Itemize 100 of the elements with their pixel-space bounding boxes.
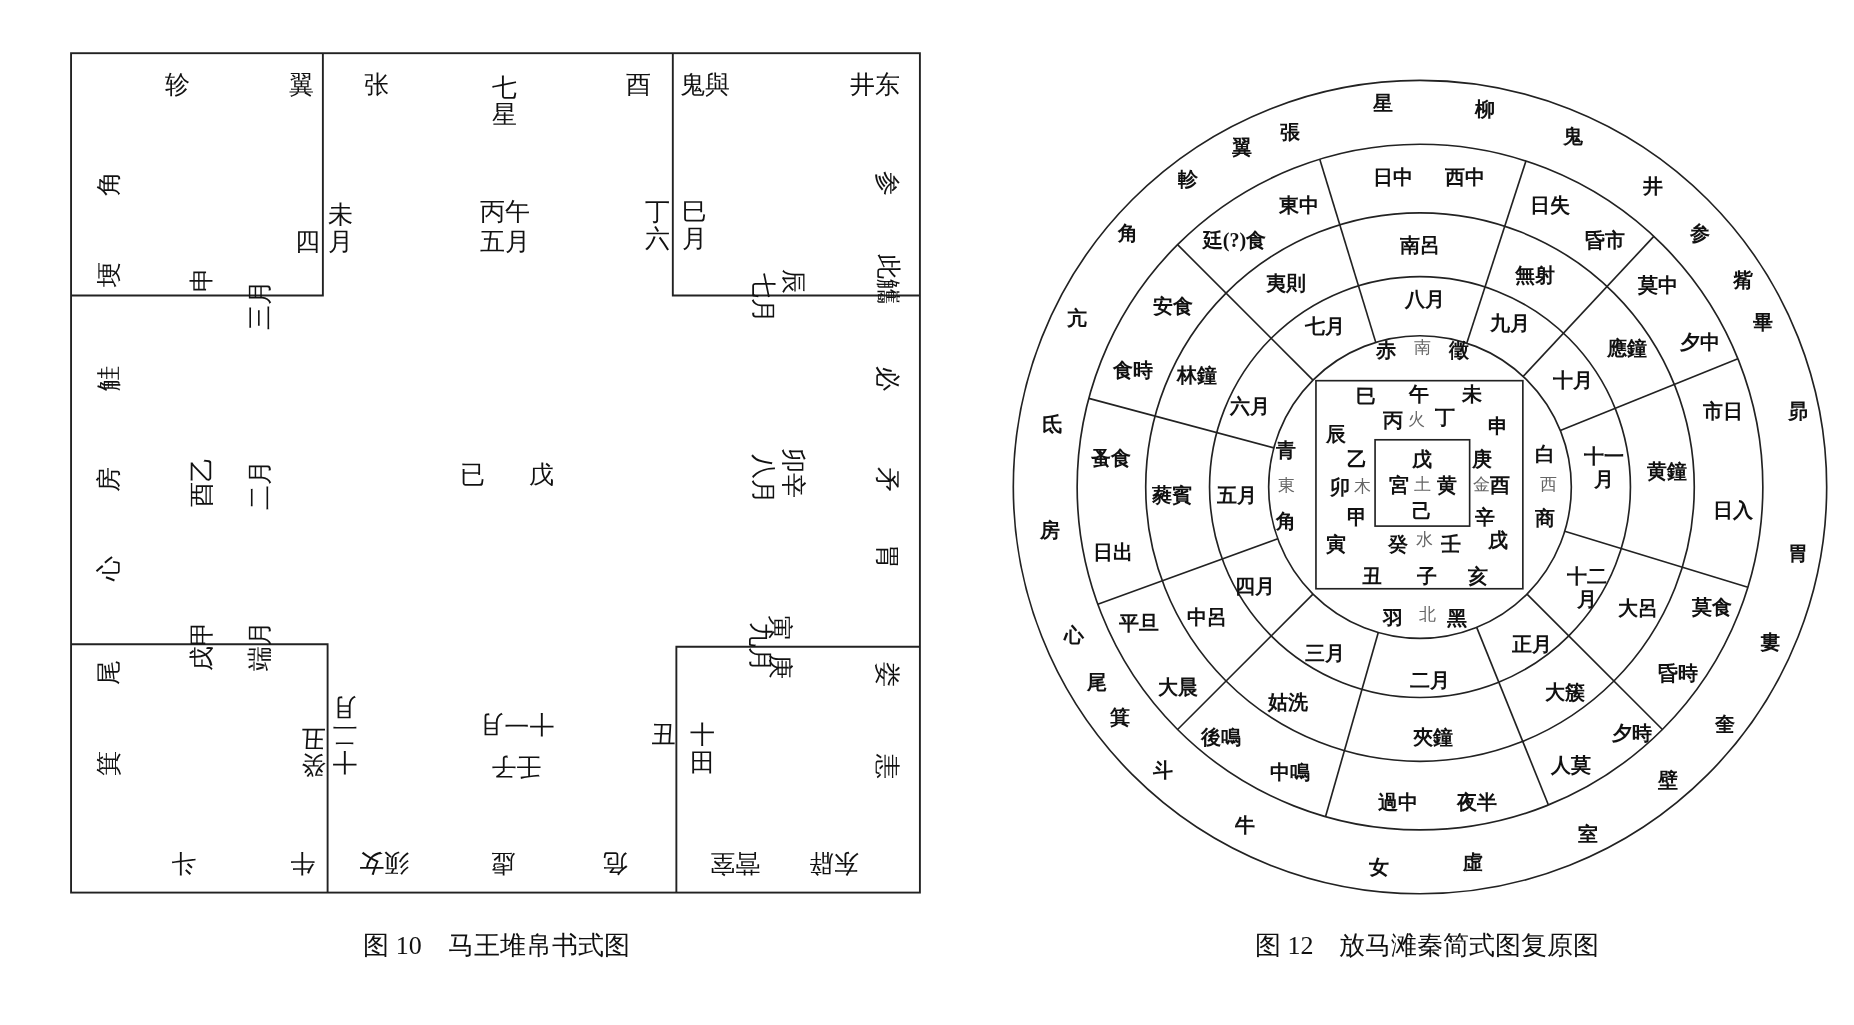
board-text: 角 — [96, 170, 122, 196]
lodge-text: 箕 — [1109, 706, 1130, 727]
ring-text: 蚤食 — [1091, 447, 1132, 468]
board-text: 埂 — [96, 261, 122, 287]
board-text: 已 — [460, 462, 486, 488]
ring-text: 白 — [1535, 444, 1556, 465]
lodge-text: 亢 — [1067, 308, 1088, 329]
board-text: 虚 — [490, 850, 515, 876]
board-text: 东辟 — [808, 850, 859, 876]
ring-text: 辛 — [1475, 506, 1496, 527]
ring-text: 戌 — [1488, 530, 1509, 551]
ring-text: 西中 — [1445, 167, 1485, 188]
ring-text: 乙 — [1347, 448, 1368, 469]
ring-text: 大簇 — [1545, 681, 1586, 702]
ring-text: 甲 — [1347, 506, 1368, 527]
ring-text: 市日 — [1702, 401, 1743, 422]
board-text: 张 — [363, 72, 389, 98]
lodge-text: 婁 — [1760, 632, 1781, 653]
element-text: 水 — [1416, 532, 1434, 549]
lodge-text: 室 — [1577, 823, 1598, 844]
board-text: 娄 — [874, 661, 900, 687]
ring-text: 五月 — [1216, 485, 1257, 506]
ring-text: 徵 — [1449, 339, 1470, 361]
ring-text: 正月 — [1512, 634, 1553, 655]
ring-text: 黄 — [1437, 474, 1458, 495]
ring-text: 日入 — [1713, 499, 1754, 520]
ring-text: 宮 — [1388, 474, 1409, 495]
board-text: 斗 — [170, 850, 196, 876]
board-text: 巳月 — [681, 197, 708, 252]
ring-text: 七月 — [1305, 316, 1346, 337]
board-text: 申 — [189, 266, 215, 292]
ring-text: 寅 — [1326, 533, 1347, 554]
lodge-text: 虛 — [1463, 851, 1484, 872]
ring-text: 應鐘 — [1606, 337, 1647, 358]
ring-text: 人莫 — [1551, 754, 1592, 776]
board-text: 翼 — [289, 72, 314, 98]
board-text: 矛 — [874, 466, 900, 492]
board-text: 五月 — [479, 230, 530, 255]
lodge-text: 星 — [1373, 92, 1394, 113]
ring-text: 昏市 — [1584, 229, 1625, 251]
lodge-text: 井 — [1643, 175, 1663, 196]
ring-text: 壬 — [1440, 533, 1461, 554]
ring-text: 大晨 — [1157, 676, 1198, 697]
board-text: 箕 — [96, 750, 122, 776]
lodge-text: 觜 — [1732, 270, 1753, 291]
element-text: 東 — [1277, 477, 1295, 495]
board-text: 七星 — [491, 73, 518, 128]
ring-text: 大呂 — [1617, 597, 1658, 618]
board-text: 辰 — [780, 268, 806, 294]
ring-text: 己 — [1412, 500, 1433, 521]
figure-caption: 图 10 马王堆帛书式图 — [363, 932, 630, 959]
lodge-text: 角 — [1118, 222, 1138, 243]
ring-text: 廷(?)食 — [1202, 229, 1267, 251]
board-text: 尾 — [96, 659, 122, 685]
board-text: 十田 — [689, 721, 716, 776]
element-text: 土 — [1413, 476, 1431, 494]
lodge-text: 張 — [1280, 122, 1300, 143]
board-text: 壬子 — [490, 753, 541, 779]
lodge-text: 軫 — [1178, 168, 1199, 189]
ring-text: 三月 — [1305, 642, 1346, 663]
ring-text: 安食 — [1152, 296, 1193, 317]
ring-text: 昏時 — [1657, 662, 1698, 683]
board-text: 端月 — [247, 620, 273, 671]
element-text: 南 — [1413, 339, 1431, 356]
board-text: 酉乙 — [189, 457, 215, 508]
ring-text: 中鳴 — [1270, 762, 1310, 783]
ring-text: 子 — [1417, 565, 1438, 586]
ring-text: 日失 — [1530, 194, 1571, 215]
element-text: 金 — [1473, 476, 1491, 494]
ring-text: 午 — [1408, 383, 1429, 404]
ring-text: 丑 — [1361, 565, 1382, 586]
ring-text: 巳 — [1355, 386, 1376, 407]
ring-text: 十二月 — [1565, 564, 1608, 611]
ring-text: 林鐘 — [1176, 364, 1217, 385]
ring-text: 申 — [1488, 415, 1509, 436]
board-text: 四 — [294, 230, 320, 255]
board-text: 二月 — [247, 459, 273, 510]
ring-text: 夾鐘 — [1413, 726, 1454, 747]
element-text: 木 — [1353, 478, 1371, 496]
lodge-text: 胃 — [1788, 543, 1809, 564]
ring-text: 羽 — [1382, 608, 1403, 629]
ring-text: 卯 — [1329, 477, 1350, 498]
ring-text: 姑洗 — [1267, 692, 1308, 713]
ring-text: 夜半 — [1456, 791, 1497, 812]
lodge-text: 房 — [1039, 519, 1060, 540]
ring-text: 十月 — [1552, 369, 1593, 390]
ring-text: 辰 — [1326, 423, 1347, 444]
lodge-text: 昴 — [1788, 401, 1809, 422]
ring-text: 莫中 — [1637, 274, 1678, 295]
lodge-text: 参 — [1690, 222, 1711, 243]
board-text: 丑 — [650, 723, 676, 748]
lodge-text: 柳 — [1475, 98, 1496, 119]
ring-text: 赤 — [1375, 339, 1396, 361]
ring-text: 庚 — [1471, 448, 1492, 469]
ring-text: 過中 — [1377, 791, 1418, 812]
ring-text: 黄鐘 — [1647, 460, 1688, 481]
board-text: 此觿 — [875, 254, 901, 305]
board-text: 丁六 — [644, 197, 671, 252]
lodge-text: 壁 — [1658, 770, 1679, 791]
element-text: 北 — [1418, 606, 1436, 624]
